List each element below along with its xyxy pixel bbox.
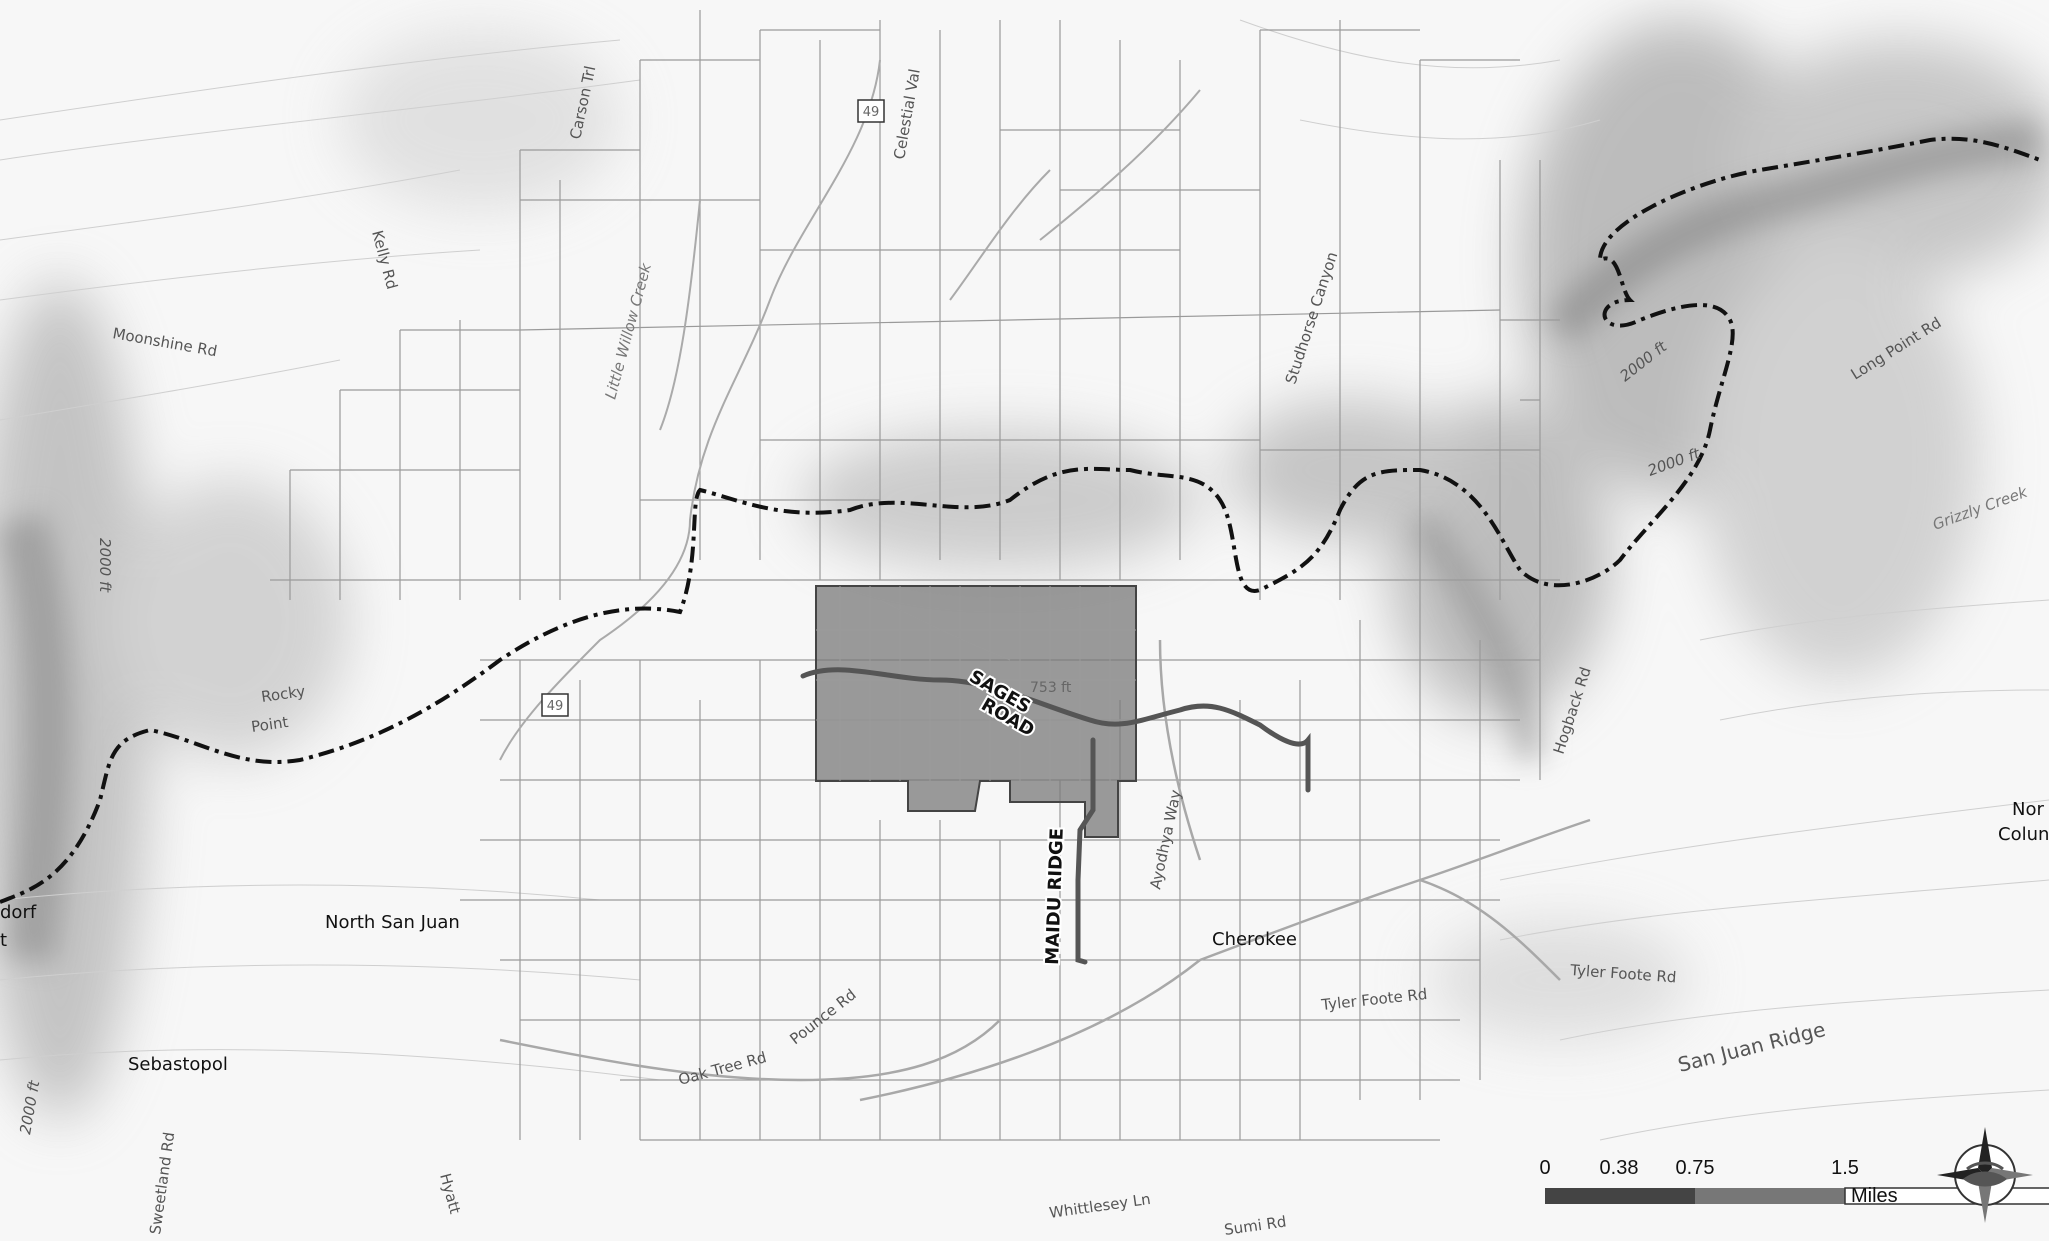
water-studhorse-canyon: Studhorse Canyon	[1282, 250, 1342, 387]
parcel-lines	[270, 10, 1560, 1141]
terrain-ridges	[0, 120, 2042, 964]
highway-shield-label-2: 49	[547, 699, 564, 714]
study-routes	[800, 667, 1311, 965]
road-pounce: Pounce Rd	[786, 985, 859, 1048]
place-nor: Nor	[2012, 799, 2044, 820]
contour-label-west: 2000 ft	[96, 538, 114, 593]
place-t: t	[0, 930, 7, 951]
place-rocky: Rocky	[260, 682, 306, 706]
compass-rose-icon	[1937, 1127, 2033, 1223]
place-dorf: dorf	[0, 902, 37, 923]
place-point: Point	[250, 713, 290, 736]
road-celestial: Celestial Val	[890, 67, 924, 160]
study-area-parcels	[815, 585, 1137, 838]
study-area-polygon	[815, 585, 1137, 838]
scale-tick-15: 1.5	[1831, 1157, 1859, 1179]
road-sumi: Sumi Rd	[1223, 1212, 1287, 1239]
creeks	[499, 59, 1201, 761]
road-oak-tree: Oak Tree Rd	[676, 1048, 768, 1089]
place-north-san-juan: North San Juan	[325, 912, 460, 933]
scale-tick-0: 0	[1539, 1157, 1550, 1179]
scale-tick-075: 0.75	[1676, 1157, 1715, 1179]
place-colun: Colun	[1998, 824, 2049, 845]
road-kelly: Kelly Rd	[368, 228, 401, 291]
place-cherokee: Cherokee	[1212, 929, 1297, 950]
highway-shield-49-north: 49	[857, 99, 885, 123]
route-label-maidu-ridge: MAIDU RIDGE	[1042, 828, 1068, 966]
road-whittlesey: Whittlesey Ln	[1048, 1190, 1152, 1222]
terrain-hillshade	[0, 20, 2049, 1120]
minor-roads	[499, 639, 1591, 1102]
road-hyatt: Hyatt	[436, 1171, 464, 1215]
scale-unit: Miles	[1851, 1185, 1898, 1207]
elevation-label: 753 ft	[1030, 680, 1072, 696]
place-sebastopol: Sebastopol	[128, 1054, 228, 1075]
road-sweetland: Sweetland Rd	[146, 1131, 178, 1236]
highway-shield-label: 49	[863, 105, 880, 120]
contour-lines	[0, 19, 2049, 1141]
maidu-ridge-route	[1075, 737, 1096, 965]
sages-road-route	[800, 667, 1311, 793]
scale-tick-038: 0.38	[1600, 1157, 1639, 1179]
boundary-line	[0, 136, 2041, 904]
road-moonshine: Moonshine Rd	[111, 324, 218, 360]
water-little-willow-creek: Little Willow Creek	[601, 260, 655, 401]
highway-shield-49-south: 49	[541, 693, 569, 717]
road-tyler-foote-2: Tyler Foote Rd	[1320, 985, 1429, 1014]
ridge-san-juan: San Juan Ridge	[1675, 1017, 1827, 1077]
